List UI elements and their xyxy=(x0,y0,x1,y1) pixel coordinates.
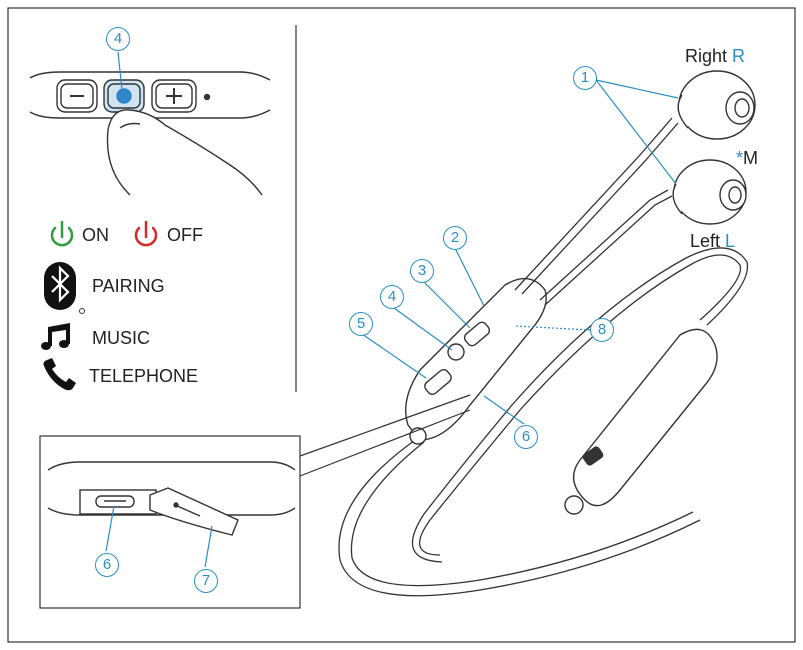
inset-connector-bottom xyxy=(299,409,471,477)
neckband-cable xyxy=(338,247,749,597)
music-note-icon xyxy=(41,323,70,350)
usb-closeup xyxy=(47,461,296,536)
callout-5: 5 xyxy=(349,312,373,336)
callout-8: 8 xyxy=(590,318,614,342)
power-off-icon xyxy=(134,220,158,247)
right-letter: R xyxy=(732,46,746,66)
telephone-icon xyxy=(43,358,76,391)
on-label: ON xyxy=(82,225,109,245)
off-label: OFF xyxy=(167,225,203,245)
battery-unit xyxy=(564,328,718,515)
mic-letter: M xyxy=(743,148,759,168)
leader-lines xyxy=(105,51,679,568)
inset-connector-top xyxy=(299,394,471,457)
music-label: MUSIC xyxy=(92,328,150,348)
left-earbud xyxy=(672,159,747,225)
remote-unit xyxy=(405,277,547,445)
right-earbud-label: Right R xyxy=(685,46,745,67)
callout-4-top: 4 xyxy=(106,27,130,51)
bluetooth-icon xyxy=(44,262,85,314)
callout-1: 1 xyxy=(573,66,597,90)
mic-star: * xyxy=(736,148,744,168)
power-on-icon xyxy=(50,220,74,247)
right-word: Right xyxy=(685,46,728,66)
remote-closeup xyxy=(29,71,271,196)
callout-6-inset: 6 xyxy=(95,553,119,577)
callout-7: 7 xyxy=(194,569,218,593)
callout-2: 2 xyxy=(443,226,467,250)
left-word: Left xyxy=(690,231,721,251)
pairing-label: PAIRING xyxy=(92,276,165,296)
left-letter: L xyxy=(725,231,736,251)
earbud-cables xyxy=(514,117,679,306)
inset-frame xyxy=(39,435,301,609)
left-earbud-label: Left L xyxy=(690,231,735,252)
right-earbud xyxy=(677,70,756,140)
mic-label: *M xyxy=(736,148,758,169)
callout-6: 6 xyxy=(514,425,538,449)
callout-3: 3 xyxy=(410,259,434,283)
telephone-label: TELEPHONE xyxy=(89,366,199,386)
callout-4: 4 xyxy=(380,285,404,309)
